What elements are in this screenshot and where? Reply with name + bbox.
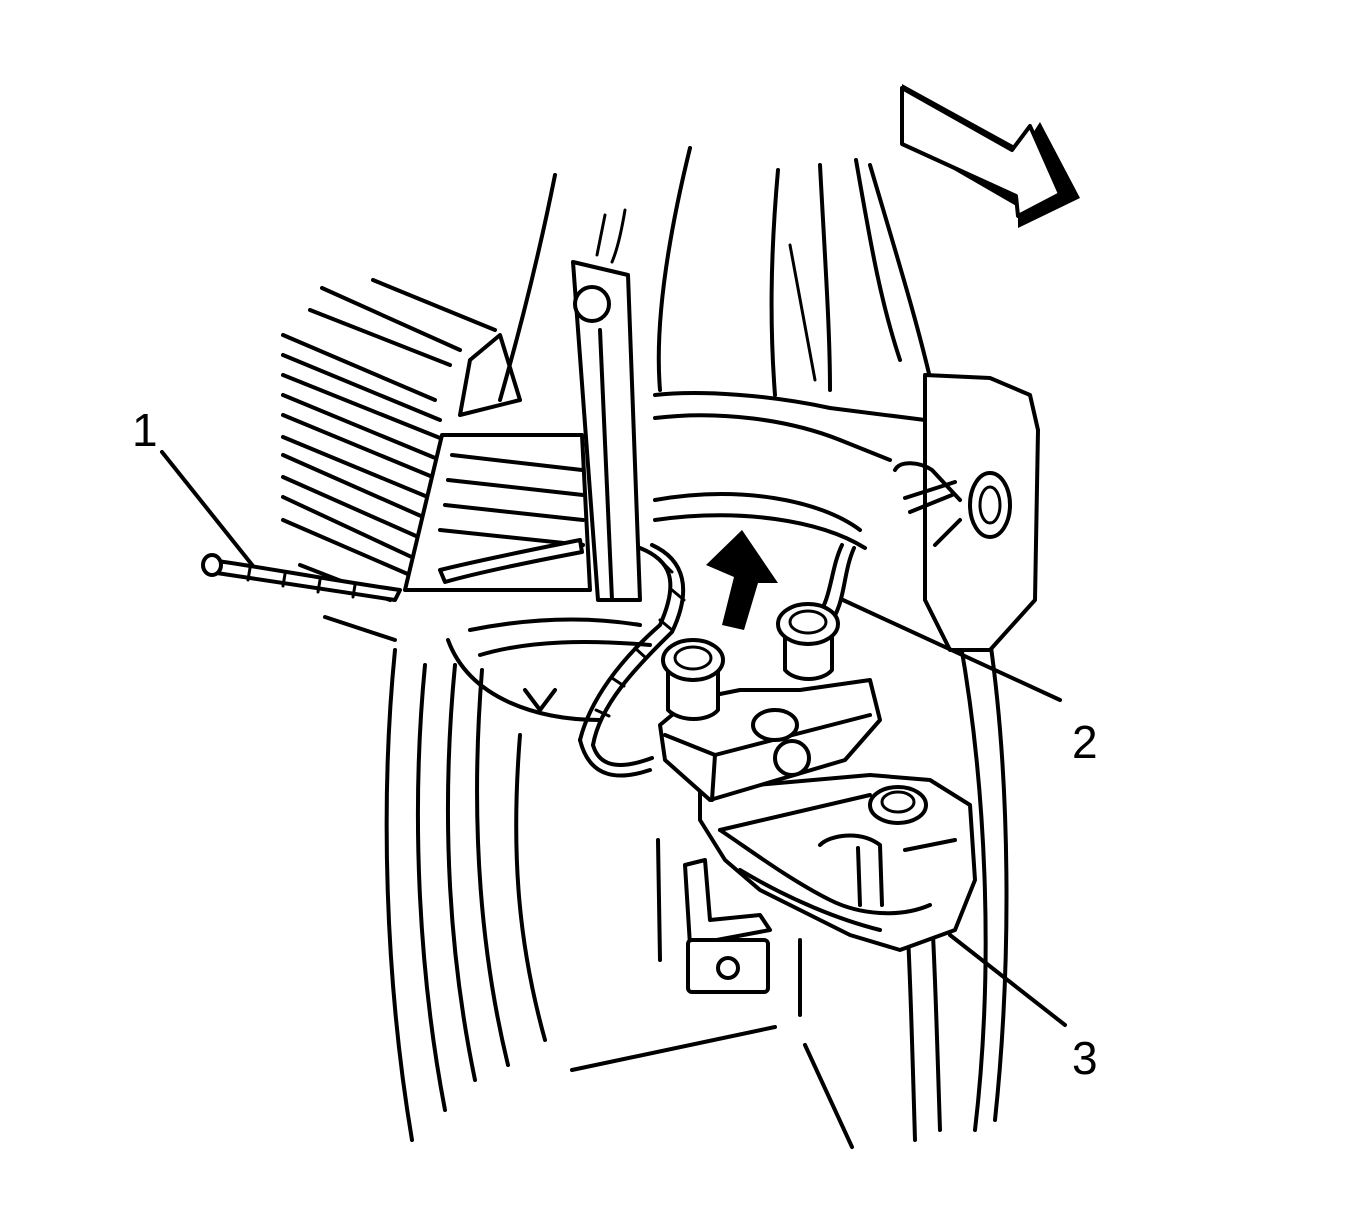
leader-lines: [160, 450, 1067, 1027]
wheelhouse-panel: [446, 391, 927, 722]
callout-label-1: 1: [132, 404, 158, 456]
up-arrow-icon: [706, 530, 778, 630]
door-panel: [281, 278, 522, 642]
leader-line-2: [841, 598, 1062, 702]
leader-line-1: [160, 450, 255, 568]
callout-label-3: 3: [1072, 1032, 1098, 1084]
leader-line-3: [948, 933, 1067, 1027]
hinge-body: [893, 373, 1040, 652]
callout-label-2: 2: [1072, 716, 1098, 768]
hinge-assembly: [656, 602, 977, 994]
wiring-harness-strap: [201, 538, 584, 602]
body-pillar: [384, 146, 1009, 1149]
front-direction-arrow-icon: [900, 84, 1080, 228]
